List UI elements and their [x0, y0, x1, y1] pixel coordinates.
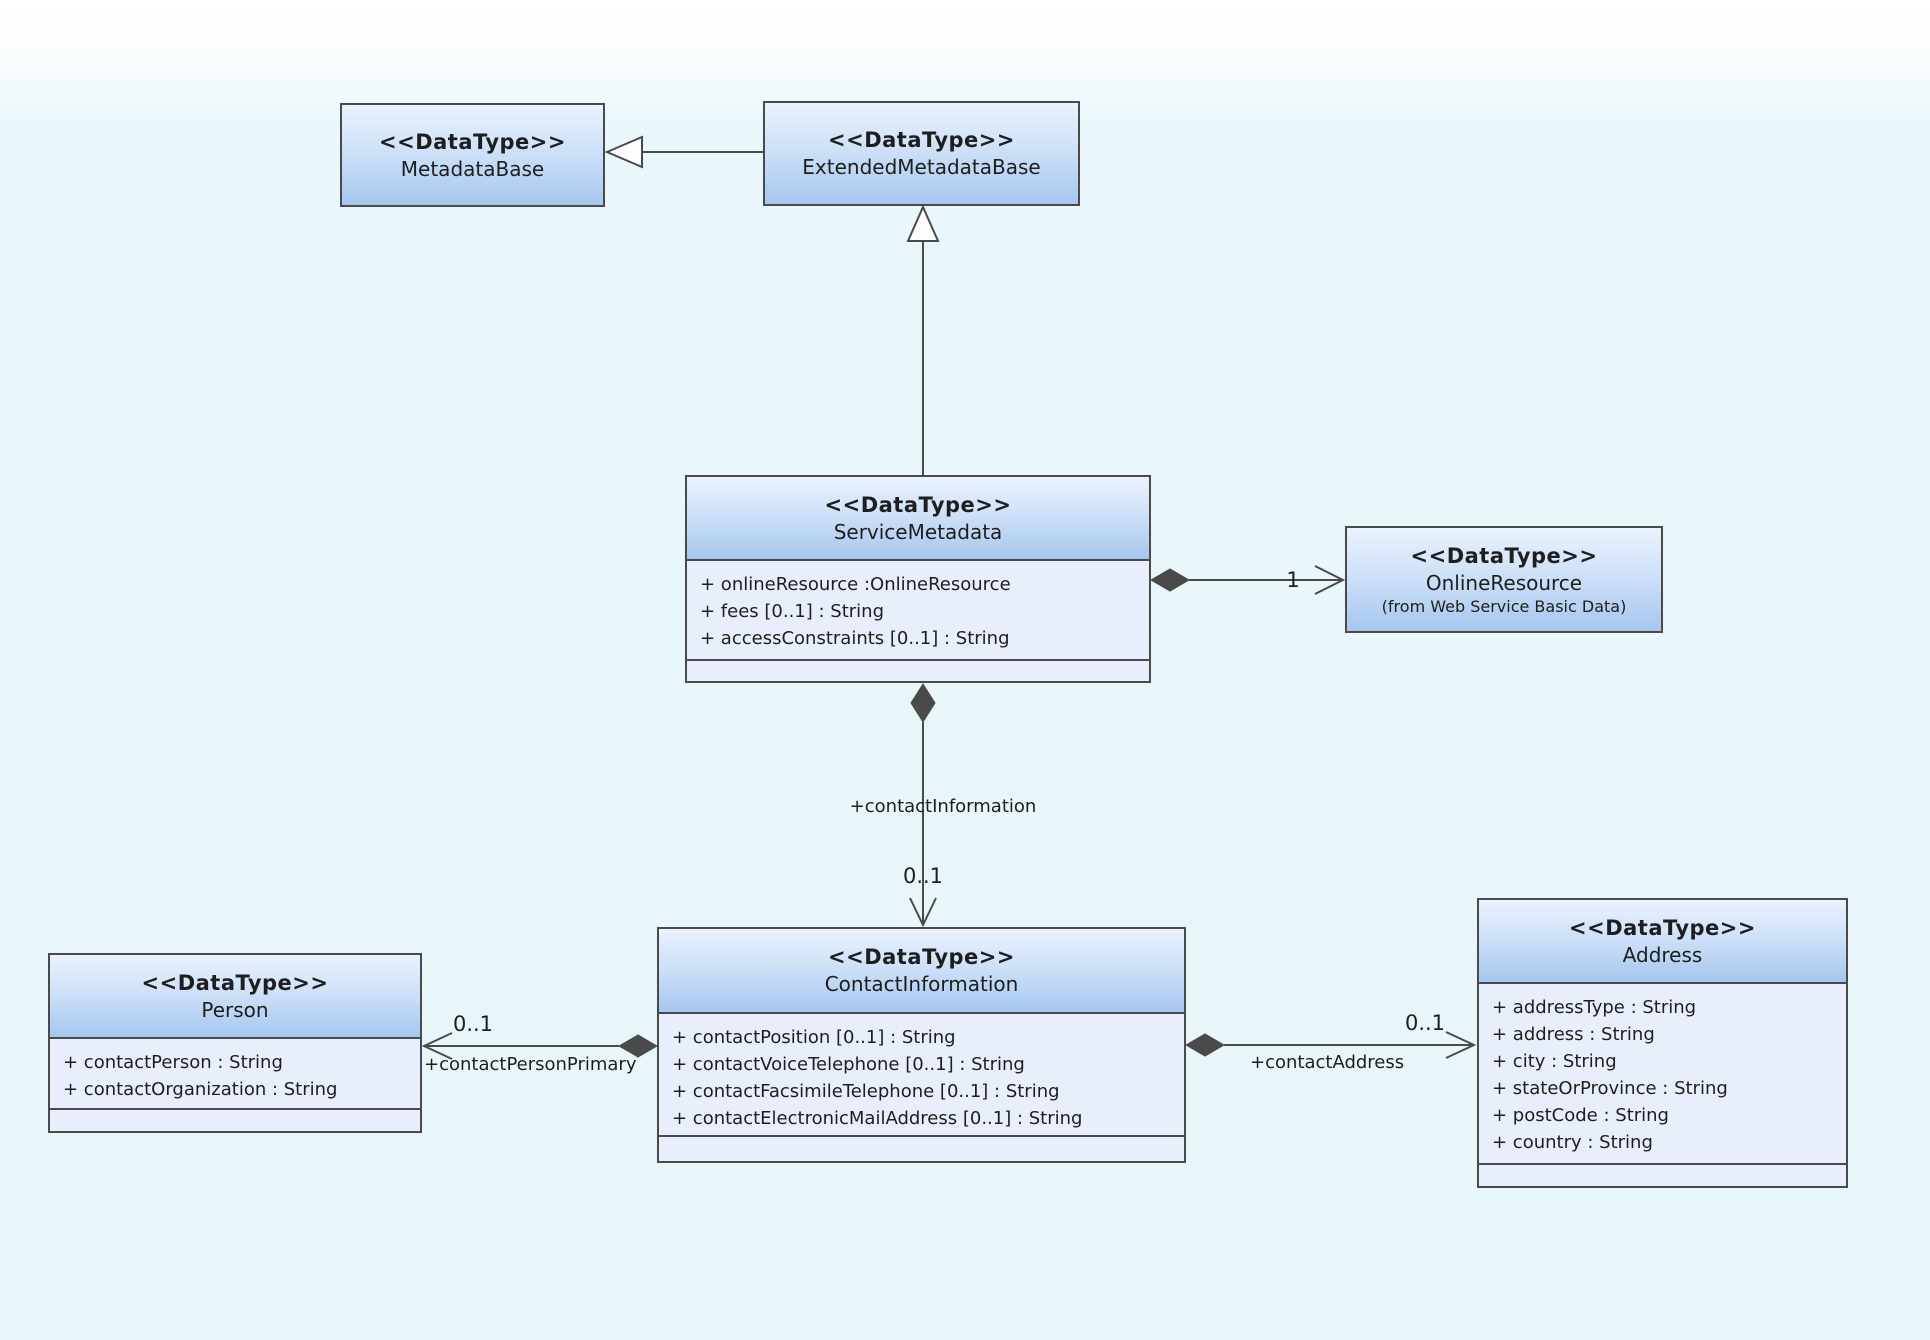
role-label-contactaddress: +contactAddress [1250, 1052, 1405, 1073]
attribute: + contactPosition [0..1] : String [672, 1027, 956, 1048]
operations-compartment [687, 659, 1149, 681]
class-name: MetadataBase [400, 156, 545, 181]
attribute: + contactElectronicMailAddress [0..1] : … [672, 1108, 1083, 1129]
class-metadata-base[interactable]: <<DataType>> MetadataBase [340, 103, 605, 207]
attribute: + accessConstraints [0..1] : String [700, 628, 1010, 649]
class-header: <<DataType>> Person [50, 955, 420, 1037]
multiplicity-label-address: 0..1 [1404, 1011, 1446, 1035]
class-header: <<DataType>> ServiceMetadata [687, 477, 1149, 559]
class-stereotype: <<DataType>> [824, 492, 1012, 517]
generalization-extendedmetadatabase-to-metadatabase[interactable] [604, 135, 763, 169]
filled-diamond-icon [1150, 568, 1190, 592]
class-header: <<DataType>> OnlineResource (from Web Se… [1347, 528, 1661, 631]
class-name: Person [201, 997, 269, 1022]
multiplicity-label-onlineresource: 1 [1286, 568, 1300, 592]
attribute: + contactPerson : String [63, 1052, 283, 1073]
class-stereotype: <<DataType>> [1569, 915, 1756, 940]
multiplicity-label-person: 0..1 [452, 1012, 494, 1036]
class-name: ServiceMetadata [833, 519, 1003, 544]
attribute: + postCode : String [1492, 1105, 1669, 1126]
operations-compartment [1479, 1163, 1846, 1186]
class-stereotype: <<DataType>> [1410, 543, 1598, 568]
attribute: + country : String [1492, 1132, 1653, 1153]
open-arrow-icon [1445, 1031, 1477, 1059]
class-person[interactable]: <<DataType>> Person + contactPerson : St… [48, 953, 422, 1133]
class-extended-metadata-base[interactable]: <<DataType>> ExtendedMetadataBase [763, 101, 1080, 206]
class-stereotype: <<DataType>> [828, 128, 1015, 152]
class-stereotype: <<DataType>> [828, 945, 1015, 969]
class-name: Address [1622, 942, 1703, 967]
attribute: + city : String [1492, 1051, 1617, 1072]
class-name: ContactInformation [824, 972, 1019, 996]
class-package-note: (from Web Service Basic Data) [1381, 596, 1627, 616]
hollow-triangle-icon [604, 135, 643, 169]
class-header: <<DataType>> ContactInformation [659, 929, 1184, 1012]
generalization-servicemetadata-to-extendedmetadatabase[interactable] [906, 204, 940, 475]
attribute: + fees [0..1] : String [700, 601, 885, 622]
class-header: <<DataType>> Address [1479, 900, 1846, 982]
class-contact-information[interactable]: <<DataType>> ContactInformation + contac… [657, 927, 1186, 1163]
attributes-compartment: + onlineResource :OnlineResource + fees … [687, 559, 1149, 659]
multiplicity-label-contactinformation: 0..1 [902, 864, 944, 888]
attributes-compartment: + contactPosition [0..1] : String + cont… [659, 1012, 1184, 1135]
composition-servicemetadata-to-onlineresource[interactable] [1150, 565, 1346, 595]
operations-compartment [50, 1108, 420, 1131]
attribute: + address : String [1492, 1024, 1655, 1045]
class-service-metadata[interactable]: <<DataType>> ServiceMetadata + onlineRes… [685, 475, 1151, 683]
open-arrow-icon [909, 897, 937, 928]
class-name: OnlineResource [1425, 570, 1583, 595]
class-header: <<DataType>> MetadataBase [342, 105, 603, 205]
role-label-contactpersonprimary: +contactPersonPrimary [424, 1054, 637, 1075]
attributes-compartment: + addressType : String + address : Strin… [1479, 982, 1846, 1163]
open-arrow-icon [1314, 565, 1346, 595]
filled-diamond-icon [910, 683, 936, 723]
class-stereotype: <<DataType>> [379, 129, 566, 154]
class-online-resource[interactable]: <<DataType>> OnlineResource (from Web Se… [1345, 526, 1663, 633]
class-stereotype: <<DataType>> [141, 970, 329, 995]
class-header: <<DataType>> ExtendedMetadataBase [765, 103, 1078, 204]
filled-diamond-icon [1185, 1033, 1225, 1057]
attribute: + onlineResource :OnlineResource [700, 574, 1011, 595]
attribute: + stateOrProvince : String [1492, 1078, 1728, 1099]
class-name: ExtendedMetadataBase [802, 155, 1041, 179]
class-address[interactable]: <<DataType>> Address + addressType : Str… [1477, 898, 1848, 1188]
attribute: + addressType : String [1492, 997, 1697, 1018]
hollow-triangle-icon [906, 204, 940, 242]
attribute: + contactFacsimileTelephone [0..1] : Str… [672, 1081, 1060, 1102]
attribute: + contactVoiceTelephone [0..1] : String [672, 1054, 1025, 1075]
attributes-compartment: + contactPerson : String + contactOrgani… [50, 1037, 420, 1108]
role-label-contactinformation: +contactInformation [849, 796, 1037, 817]
attribute: + contactOrganization : String [63, 1079, 338, 1100]
operations-compartment [659, 1135, 1184, 1161]
